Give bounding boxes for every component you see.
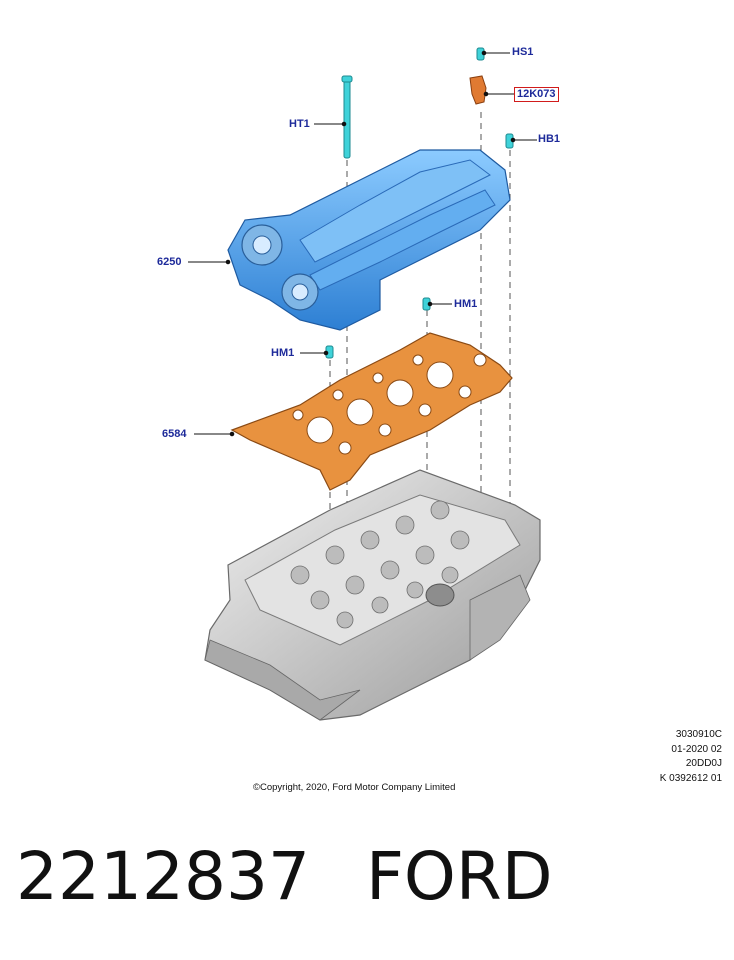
callout-hs1: HS1 bbox=[512, 46, 534, 58]
part-number: 2212837 bbox=[16, 838, 310, 915]
leader-lines bbox=[188, 50, 537, 437]
copyright-notice: ©Copyright, 2020, Ford Motor Company Lim… bbox=[253, 782, 456, 793]
head-gasket bbox=[230, 332, 513, 491]
footer-caption: 2212837 FORD bbox=[16, 838, 553, 915]
illustration-stamp: 3030910C 01-2020 02 20DD0J K 0392612 01 bbox=[660, 728, 722, 786]
brand-name: FORD bbox=[365, 838, 553, 915]
stamp-line-1: 3030910C bbox=[675, 729, 722, 740]
callout-hm1-left: HM1 bbox=[271, 347, 295, 359]
callout-12k073: 12K073 bbox=[514, 87, 559, 102]
sensor-12k073 bbox=[469, 75, 487, 105]
callout-6584: 6584 bbox=[162, 428, 187, 440]
cylinder-head bbox=[204, 469, 541, 721]
callout-6250: 6250 bbox=[157, 256, 182, 268]
exploded-parts-diagram bbox=[188, 47, 541, 721]
stamp-line-4: K 0392612 01 bbox=[659, 772, 722, 784]
cam-cover bbox=[227, 149, 511, 331]
callout-ht1: HT1 bbox=[289, 118, 310, 130]
fasteners bbox=[325, 47, 514, 359]
stamp-line-3: 20DD0J bbox=[685, 758, 722, 769]
callout-hb1: HB1 bbox=[538, 133, 561, 145]
stamp-line-2: 01-2020 02 bbox=[671, 743, 722, 755]
callout-hm1-right: HM1 bbox=[454, 298, 478, 310]
